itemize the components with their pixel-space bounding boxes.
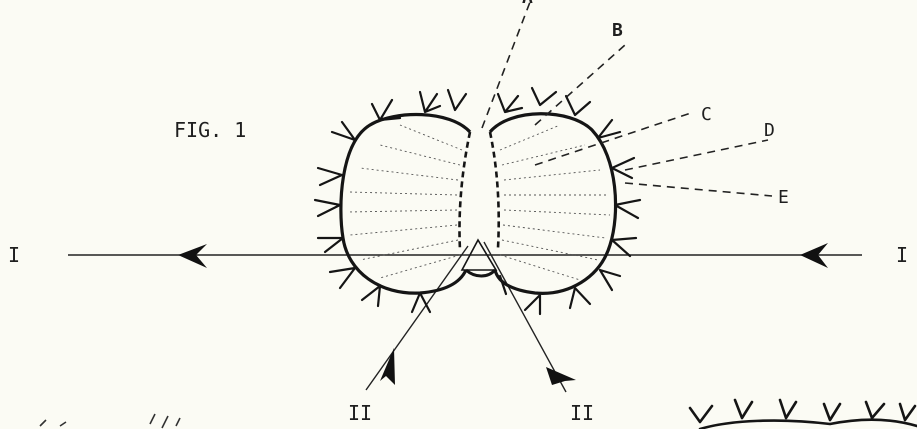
label-e: E	[778, 187, 789, 208]
label-axis2-right: II	[570, 401, 594, 425]
figure-title: FIG. 1	[174, 118, 246, 142]
leader-c	[535, 112, 694, 165]
label-axis2-left: II	[348, 401, 372, 425]
label-b: B	[612, 20, 623, 41]
leader-e	[625, 183, 772, 196]
label-axis1-right: I	[896, 243, 908, 267]
internal-striations	[348, 125, 610, 280]
right-lobe	[490, 114, 616, 294]
label-d: D	[764, 120, 775, 141]
bottom-left-fragment	[40, 414, 180, 428]
label-a: A	[522, 0, 533, 8]
arrowhead-left	[178, 244, 207, 268]
axis-ii	[366, 242, 576, 392]
left-lobe	[341, 115, 470, 294]
label-c: C	[701, 104, 712, 125]
leader-d	[625, 140, 768, 170]
leader-lines	[482, 2, 772, 196]
bottom-notch	[466, 270, 495, 276]
central-furrow-right	[490, 132, 499, 248]
organism-body	[341, 114, 616, 294]
label-axis1-left: I	[8, 243, 20, 267]
next-figure-fragment	[690, 400, 917, 429]
leader-b	[535, 45, 625, 125]
border-spines	[315, 88, 640, 314]
